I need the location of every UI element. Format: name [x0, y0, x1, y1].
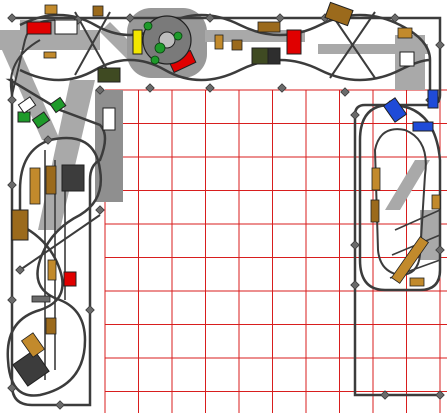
dark-building-west: [61, 164, 85, 192]
top-road-right: [318, 44, 428, 54]
wood-shed-west-5: [45, 317, 57, 335]
track-turnout-icon: [205, 83, 215, 93]
white-building-west: [17, 96, 37, 114]
track-turnout-icon: [350, 110, 360, 120]
mainline-inner-top: [19, 13, 432, 90]
wood-shed-east-3: [431, 194, 441, 210]
wood-shed-ne-1: [397, 27, 413, 39]
connector-diagonal: [19, 214, 101, 271]
white-station-deck: [102, 107, 116, 131]
wood-shed-west-4: [47, 259, 57, 281]
wood-shed-2: [92, 5, 104, 17]
wood-building-west-1: [29, 167, 41, 205]
wood-shed-east-2: [370, 199, 380, 223]
wood-building-ne: [324, 1, 354, 27]
track-turnout-icon: [95, 205, 105, 215]
wood-shed-east-1: [371, 167, 381, 191]
wood-shed-center-2: [231, 39, 243, 51]
track-turnout-icon: [435, 245, 445, 255]
track-turnout-icon: [350, 240, 360, 250]
track-turnout-icon: [390, 13, 400, 23]
top-road-center: [205, 30, 305, 42]
wood-building-west-2: [45, 165, 57, 195]
track-turnout-icon: [7, 95, 17, 105]
track-turnout-icon: [95, 85, 105, 95]
wood-shed-top-1: [257, 21, 281, 33]
grid-lines: [104, 89, 447, 413]
green-building-west-3: [49, 96, 67, 114]
white-building-nw: [54, 19, 78, 35]
red-building-west: [63, 271, 77, 287]
structures: [11, 1, 441, 387]
tree-icon: [143, 21, 153, 31]
blue-building-2: [427, 89, 439, 109]
crossing-right: [329, 11, 376, 79]
grey-shed-west: [31, 295, 51, 303]
green-building-west-2: [31, 111, 51, 129]
red-building-ne: [286, 29, 302, 55]
track-turnout-icon: [275, 13, 285, 23]
track-turnout-icon: [15, 265, 25, 275]
yard-deck: [95, 90, 123, 202]
dark-building-1: [267, 47, 281, 65]
turnout-markers: [7, 13, 445, 410]
track-turnout-icon: [205, 13, 215, 23]
crossing-left: [74, 11, 111, 76]
wood-shed-east-4: [409, 277, 425, 287]
wood-shed-center-1: [214, 34, 224, 50]
tree-icon: [173, 31, 183, 41]
track-turnout-icon: [145, 83, 155, 93]
track-turnout-icon: [125, 13, 135, 23]
track-turnout-icon: [7, 180, 17, 190]
track-turnout-icon: [85, 305, 95, 315]
track-turnout-icon: [43, 135, 53, 145]
track-turnout-icon: [55, 400, 65, 410]
wood-platform-east: [391, 236, 429, 284]
yellow-building: [132, 29, 143, 55]
right-loop: [358, 103, 442, 292]
diagonal-road-east: [385, 160, 430, 210]
white-building-ne: [399, 51, 415, 67]
track-turnout-icon: [435, 40, 445, 50]
mainline-outer: [5, 78, 107, 407]
track-turnout-icon: [7, 383, 17, 393]
dark-building-sw: [12, 349, 50, 387]
track-turnout-icon: [380, 390, 390, 400]
left-deck-road: [0, 30, 100, 50]
track-turnout-icon: [435, 390, 445, 400]
track-turnout-icon: [277, 83, 287, 93]
wood-shed-1: [44, 4, 58, 15]
station-building: [97, 67, 121, 83]
track-turnout-icon: [340, 87, 350, 97]
track-turnout-icon: [7, 295, 17, 305]
blue-building-3: [412, 121, 434, 132]
mainline-inner-bottom: [19, 58, 431, 82]
trees: [143, 21, 183, 65]
track-turnout-icon: [7, 13, 17, 23]
wood-shed-3: [43, 51, 57, 59]
track-turnout-icon: [350, 280, 360, 290]
wood-building-sw: [20, 332, 46, 358]
tree-icon: [150, 55, 160, 65]
blue-building-1: [382, 97, 408, 123]
wood-building-west-3: [11, 209, 29, 241]
tree-icon: [154, 42, 166, 54]
red-building-nw: [26, 21, 52, 35]
